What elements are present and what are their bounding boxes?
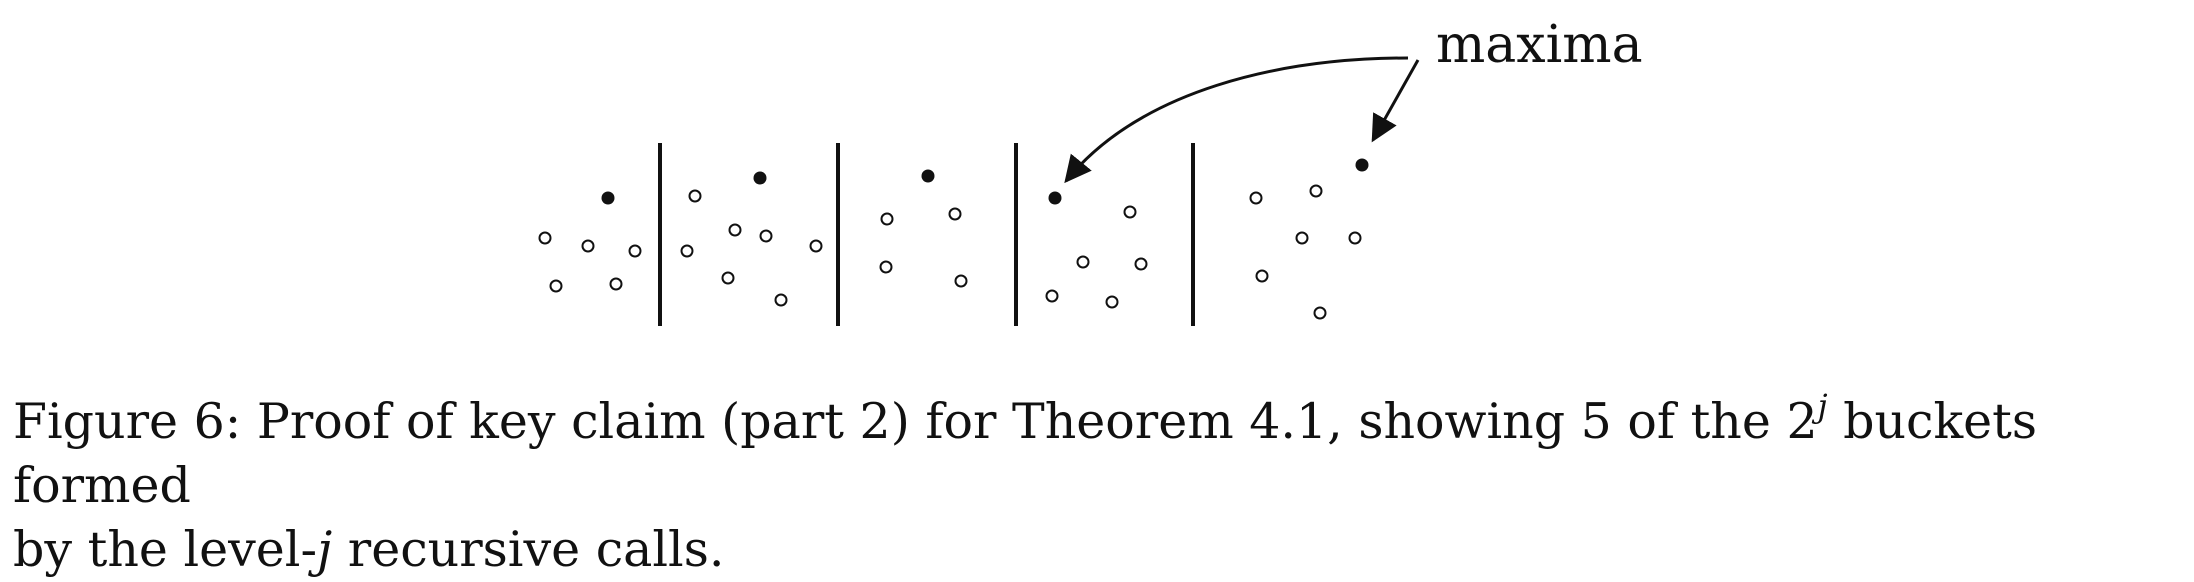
maxima-arrow-left [1064,56,1409,184]
caption-line-1: Figure 6: Proof of key claim (part 2) fo… [13,390,2183,518]
maximum-point [753,171,767,185]
maxima-label: maxima [1436,15,1643,75]
bucket-4 [1045,191,1148,309]
point [774,293,788,307]
point [879,260,893,274]
caption-line2-suffix: recursive calls. [332,521,725,578]
point [538,231,552,245]
point [1348,231,1362,245]
point [1076,255,1090,269]
maximum-point [1355,158,1369,172]
point [680,244,694,258]
caption-text-continued: buckets formed [13,393,2038,514]
figure-caption: Figure 6: Proof of key claim (part 2) fo… [13,390,2183,582]
point [1045,289,1059,303]
bucket-3 [879,169,968,288]
point [721,271,735,285]
diagram: maxima [538,15,1643,326]
bucket-5 [1249,158,1369,320]
point [1255,269,1269,283]
point [759,229,773,243]
point [1309,184,1323,198]
point [549,279,563,293]
maximum-point [921,169,935,183]
caption-variable: j [317,521,333,578]
point [688,189,702,203]
point [1123,205,1137,219]
point [1295,231,1309,245]
point [628,244,642,258]
maximum-point [601,191,615,205]
point [948,207,962,221]
point [880,212,894,226]
point [809,239,823,253]
maximum-point [1048,191,1062,205]
caption-line2-prefix: by the level- [13,521,318,578]
bucket-separators [658,143,1195,326]
caption-line-2: by the level-j recursive calls. [13,518,2183,582]
point [1134,257,1148,271]
bucket-1 [538,191,642,293]
point [609,277,623,291]
caption-exponent: j [1817,386,1828,425]
point [728,223,742,237]
point [1249,191,1263,205]
point [954,274,968,288]
point [1105,295,1119,309]
caption-text: Figure 6: Proof of key claim (part 2) fo… [13,393,1787,450]
maxima-arrow-right [1371,59,1420,143]
caption-base: 2 [1786,393,1818,450]
bucket-2 [680,171,823,307]
point-layer [538,158,1369,320]
point [1313,306,1327,320]
point [581,239,595,253]
